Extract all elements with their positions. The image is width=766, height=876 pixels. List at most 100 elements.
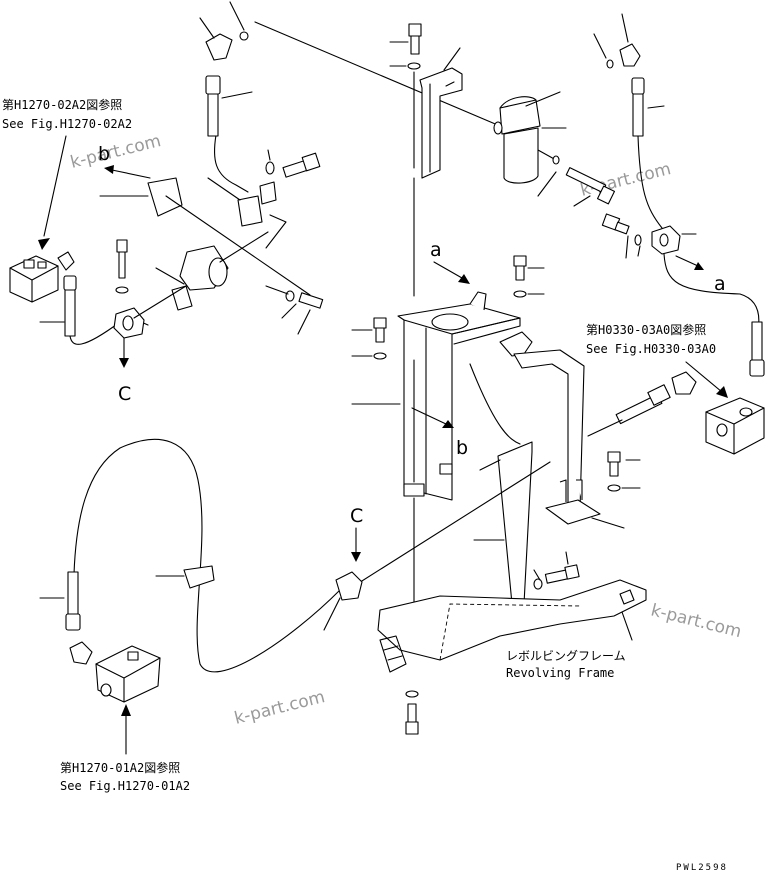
bolt: [513, 255, 527, 281]
marker-arrowhead: [694, 262, 704, 270]
washer: [407, 62, 421, 70]
marker-arrowhead: [104, 165, 114, 174]
hose-end: [65, 571, 81, 631]
leader-line: [637, 245, 641, 257]
hose-end: [749, 321, 765, 377]
hose-end: [631, 77, 645, 137]
washer: [373, 352, 387, 360]
elbow-fitting: [205, 31, 249, 61]
bolt: [405, 703, 419, 735]
hose-line: [353, 461, 551, 587]
marker-a: a: [714, 273, 726, 295]
tee-fitting: [671, 371, 697, 395]
revolving-frame: [377, 579, 647, 673]
hose-line: [637, 135, 663, 229]
washer: [634, 234, 642, 246]
marker-arrowhead: [119, 358, 129, 368]
leader-line: [621, 611, 633, 641]
bolt: [533, 564, 580, 590]
line-filter: [493, 96, 541, 184]
leader-line: [587, 419, 623, 437]
marker-arrowhead: [458, 274, 470, 284]
frame-label-en: Revolving Frame: [506, 666, 614, 680]
elbow-fitting: [57, 251, 75, 271]
hose-line: [73, 439, 341, 673]
bolt: [565, 167, 616, 205]
leader-line: [297, 309, 311, 335]
bolt: [285, 290, 324, 309]
leader-line: [281, 303, 297, 319]
marker-a: a: [430, 239, 442, 261]
leader-line: [265, 285, 289, 295]
marker-arrow: [433, 261, 463, 279]
marker-arrowhead: [351, 552, 361, 562]
washer: [405, 690, 419, 698]
leader-line: [591, 517, 625, 529]
leader-line: [573, 195, 591, 207]
leader-line: [199, 17, 215, 39]
valve-block-left: [9, 255, 59, 303]
marker-c: C: [350, 505, 363, 527]
leader-line: [323, 597, 341, 631]
leader-line: [647, 105, 665, 109]
marker-arrow: [111, 169, 151, 179]
mounting-bracket-base: [397, 291, 521, 501]
hose-end: [205, 75, 221, 137]
bolt: [601, 213, 630, 235]
clamp-bracket: [147, 177, 277, 311]
marker-arrow: [675, 255, 699, 267]
leader-line: [207, 177, 241, 201]
reference-arrow: [43, 135, 67, 237]
hose-line: [165, 195, 311, 296]
frame-label-jp: レボルビングフレーム: [506, 649, 626, 663]
watermark: k-part.com: [232, 687, 327, 729]
elbow-fitting: [69, 641, 93, 665]
valve-block-bottom: [95, 645, 161, 703]
bolt: [607, 451, 621, 477]
hose-line: [69, 321, 121, 345]
hose-clamp: [183, 565, 215, 589]
leader-line: [221, 91, 253, 99]
marker-arrow: [411, 407, 447, 425]
elbow-fitting: [606, 43, 641, 69]
leader-line: [625, 235, 629, 259]
reference-label-jp: 第H1270-01A2図参照: [60, 760, 180, 775]
reference-arrow: [685, 361, 723, 393]
leader-line: [593, 33, 607, 59]
leader-line: [265, 214, 287, 249]
marker-arrowhead: [442, 420, 454, 428]
washer: [552, 155, 560, 165]
leader-line: [443, 47, 461, 71]
reference-arrowhead: [38, 238, 50, 250]
hose-line: [219, 231, 269, 263]
marker-c: C: [118, 383, 131, 405]
hose-clamp: [651, 225, 681, 255]
leader-line: [267, 149, 271, 161]
drawing-code: PWL2598: [676, 863, 728, 873]
leader-line: [533, 569, 541, 581]
reference-label-en: See Fig.H1270-02A2: [2, 117, 132, 131]
leader-line: [155, 267, 185, 285]
valve-block-right: [705, 397, 765, 455]
marker-b: b: [98, 143, 110, 165]
bolt: [373, 317, 387, 343]
watermark: k-part.com: [649, 600, 744, 642]
reference-label-jp: 第H1270-02A2図参照: [2, 97, 122, 112]
reference-arrowhead: [121, 704, 131, 716]
hose-line: [213, 134, 249, 193]
reference-label-en: See Fig.H1270-01A2: [60, 779, 190, 793]
reference-arrowhead: [716, 386, 728, 398]
watermark: k-part.com: [68, 131, 163, 173]
leader-line: [525, 91, 561, 107]
bolt: [265, 152, 321, 178]
hose-clamp: [335, 571, 363, 601]
reference-label-jp: 第H0330-03A0図参照: [586, 322, 706, 337]
hose-end: [63, 275, 77, 337]
marker-b: b: [456, 437, 468, 459]
washer: [513, 290, 527, 298]
hose-line: [133, 285, 187, 319]
bolt: [115, 239, 129, 294]
clamp-plate: [545, 479, 601, 525]
